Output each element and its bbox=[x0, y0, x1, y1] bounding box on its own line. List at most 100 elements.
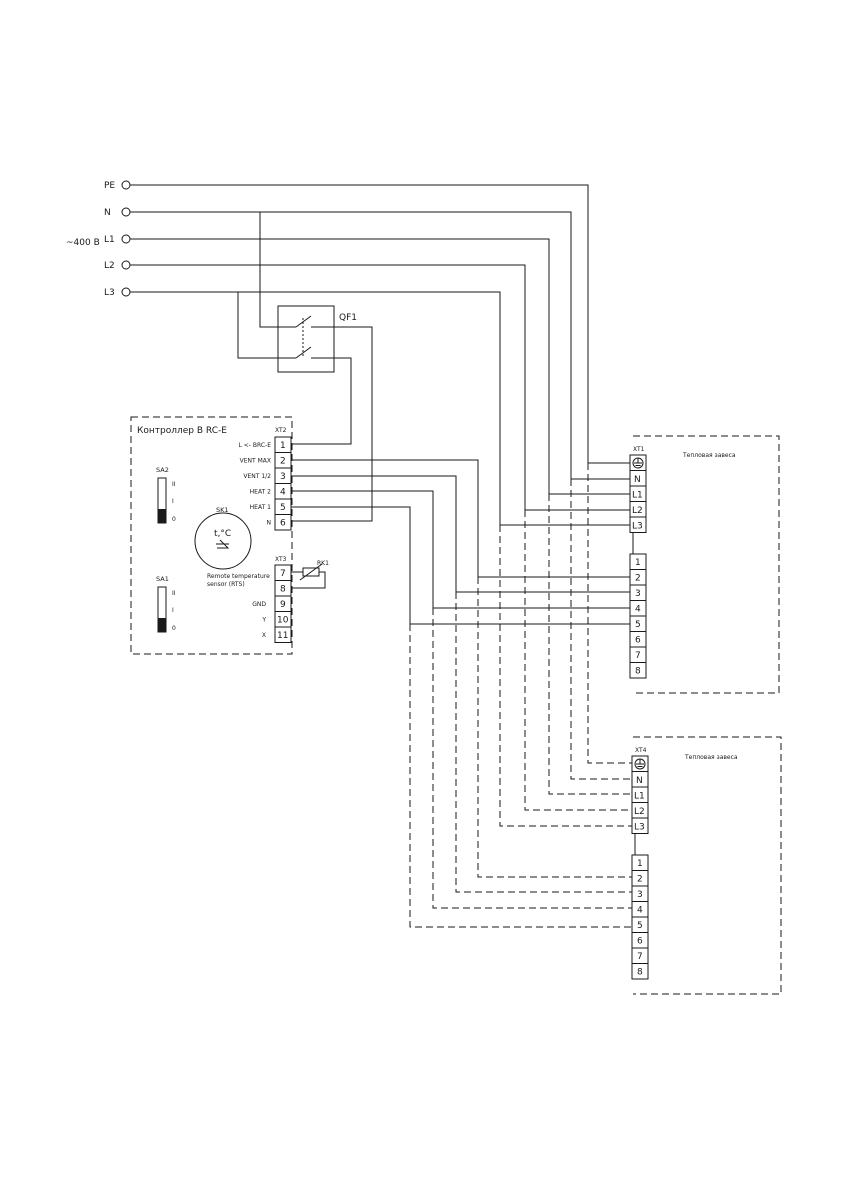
supply-lines: ~400 В PE N L1 L2 L3 bbox=[66, 180, 633, 827]
sk1-label: SK1 bbox=[216, 506, 229, 514]
sa1-tick-0: 0 bbox=[172, 625, 176, 632]
curtain-1-t4: 4 bbox=[635, 605, 641, 615]
supply-terminal-l1 bbox=[121, 234, 131, 244]
xt3-terminal-9: 9 bbox=[280, 600, 286, 610]
curtain-1: Тепловая завеса XT1 N L1 L2 L3 bbox=[629, 435, 780, 694]
xt2-label: XT2 bbox=[275, 427, 287, 434]
xt2-block bbox=[274, 436, 292, 531]
curtain-2-t1: 1 bbox=[637, 859, 643, 869]
curtain-2-t6: 6 bbox=[637, 937, 643, 947]
wire-vent-half bbox=[291, 475, 633, 593]
xt3-terminal-7: 7 bbox=[280, 569, 286, 579]
xt2-func-5: HEAT 1 bbox=[250, 504, 272, 511]
supply-terminal-l3 bbox=[121, 287, 131, 297]
xt3-label: XT3 bbox=[275, 556, 287, 563]
curtain-1-t7: 7 bbox=[635, 651, 641, 661]
curtain-2-l3: L3 bbox=[634, 823, 645, 833]
supply-voltage-label: ~400 В bbox=[66, 238, 100, 248]
curtain-2-t3: 3 bbox=[637, 890, 643, 900]
control-wires bbox=[291, 459, 633, 928]
xt3-terminal-10: 10 bbox=[277, 616, 289, 626]
xt2-func-6: N bbox=[267, 520, 272, 527]
breaker-contact-2 bbox=[295, 346, 312, 359]
breaker-label: QF1 bbox=[339, 313, 357, 323]
wire-l2-ext bbox=[524, 510, 633, 811]
curtain-1-l1: L1 bbox=[632, 491, 643, 501]
wire-vent-max-ext bbox=[477, 577, 633, 878]
curtain-2-l1: L1 bbox=[634, 792, 645, 802]
xt3-func-9: GND bbox=[252, 601, 266, 608]
xt3-func-11: X bbox=[262, 632, 266, 639]
xt2-terminal-1: 1 bbox=[280, 441, 286, 451]
line-label-l1: L1 bbox=[104, 235, 115, 245]
curtain-2-l2: L2 bbox=[634, 807, 645, 817]
earth-icon bbox=[632, 457, 644, 469]
rk1-slash bbox=[299, 563, 323, 581]
sa2-tick-2: II bbox=[172, 481, 176, 488]
sa2-tick-1: I bbox=[172, 498, 174, 505]
xt2-func-2: VENT MAX bbox=[240, 458, 271, 465]
curtain-2-outline bbox=[633, 736, 782, 995]
wire-pe-ext bbox=[587, 463, 633, 764]
sa2-label: SA2 bbox=[156, 466, 169, 474]
breaker-qf1: QF1 bbox=[237, 212, 373, 522]
earth-icon bbox=[634, 758, 646, 770]
curtain-1-t5: 5 bbox=[635, 620, 641, 630]
line-label-l2: L2 bbox=[104, 261, 115, 271]
curtain-2-title: Тепловая завеса bbox=[684, 754, 738, 761]
sa2-tick-0: 0 bbox=[172, 516, 176, 523]
supply-terminal-l2 bbox=[121, 260, 131, 270]
curtain-1-t3: 3 bbox=[635, 589, 641, 599]
breaker-in-l3 bbox=[237, 292, 296, 359]
wire-heat2-ext bbox=[432, 608, 633, 909]
curtain-2-t8: 8 bbox=[637, 968, 643, 978]
curtain-2-xt4-label: XT4 bbox=[635, 747, 647, 754]
curtain-1-l2: L2 bbox=[632, 506, 643, 516]
controller-title: Контроллер B RC-E bbox=[137, 426, 227, 436]
sa1-tick-1: I bbox=[172, 607, 174, 614]
wire-l3-ext bbox=[499, 525, 633, 827]
curtain-2-control-block bbox=[631, 854, 649, 980]
xt3-func-10: Y bbox=[261, 617, 266, 624]
breaker-out-1 bbox=[291, 326, 373, 522]
rts-label-line2: sensor (RTS) bbox=[207, 581, 245, 588]
xt3-terminal-11: 11 bbox=[277, 631, 288, 641]
curtain-1-xt1-label: XT1 bbox=[633, 446, 645, 453]
xt2-terminal-4: 4 bbox=[280, 488, 286, 498]
xt2-func-1: L <- BRC-E bbox=[239, 442, 272, 449]
wire-pe bbox=[130, 184, 633, 464]
curtain-1-t6: 6 bbox=[635, 636, 641, 646]
wire-l3 bbox=[130, 291, 633, 526]
wire-heat1 bbox=[291, 506, 633, 625]
curtain-1-t8: 8 bbox=[635, 667, 641, 677]
line-label-pe: PE bbox=[104, 181, 115, 191]
curtain-2-t7: 7 bbox=[637, 952, 643, 962]
breaker-out-2 bbox=[291, 357, 352, 445]
wire-l2 bbox=[130, 264, 633, 511]
sa1-label: SA1 bbox=[156, 575, 169, 583]
line-label-n: N bbox=[104, 208, 111, 218]
wire-vent-max bbox=[291, 459, 633, 578]
xt2-terminal-6: 6 bbox=[280, 519, 286, 529]
line-label-l3: L3 bbox=[104, 288, 115, 298]
xt2-terminal-5: 5 bbox=[280, 503, 286, 513]
curtain-1-t2: 2 bbox=[635, 574, 641, 584]
wire-l1 bbox=[130, 238, 633, 495]
wire-n bbox=[130, 211, 633, 480]
breaker-contact-1 bbox=[295, 315, 312, 328]
xt2-terminal-3: 3 bbox=[280, 472, 286, 482]
curtain-1-l3: L3 bbox=[632, 522, 643, 532]
wire-heat2 bbox=[291, 490, 633, 609]
curtain-1-outline bbox=[633, 435, 780, 694]
xt3-terminal-8: 8 bbox=[280, 585, 286, 595]
wire-heat1-ext bbox=[409, 624, 633, 928]
supply-terminal-pe bbox=[121, 180, 131, 190]
curtain-2-t4: 4 bbox=[637, 906, 643, 916]
breaker-housing bbox=[277, 305, 335, 373]
breaker-in-n bbox=[259, 212, 296, 328]
sa1-knob bbox=[158, 618, 166, 632]
sk1-thermo-icon bbox=[217, 539, 230, 549]
sa1-tick-2: II bbox=[172, 590, 176, 597]
curtain-1-control-block bbox=[629, 553, 647, 679]
